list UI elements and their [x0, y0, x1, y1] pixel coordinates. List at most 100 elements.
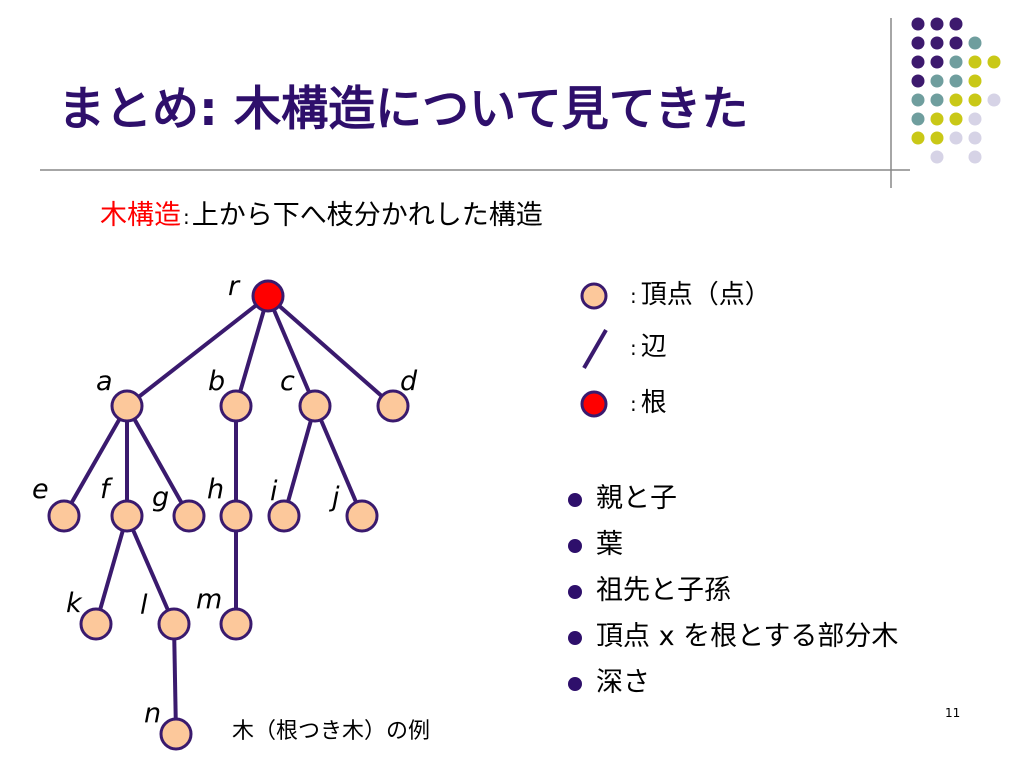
bullet-dot	[568, 585, 582, 599]
tree-node-label-d: d	[400, 366, 418, 397]
tree-edge-a-e	[62, 405, 129, 517]
decorative-dot	[968, 131, 982, 145]
decorative-dot	[949, 74, 963, 88]
decorative-dot	[911, 74, 925, 88]
decorative-dot	[930, 131, 944, 145]
tree-node-l	[157, 607, 191, 641]
tree-node-c	[298, 389, 332, 423]
tree-node-k	[79, 607, 113, 641]
decorative-dot	[968, 150, 982, 164]
tree-edge-r-a	[125, 294, 270, 408]
tree-node-label-b: b	[208, 366, 225, 397]
bullet-dot	[568, 677, 582, 691]
subtitle-description: 上から下へ枝分かれした構造	[191, 200, 543, 231]
bullet-text: 祖先と子孫	[596, 575, 731, 606]
tree-node-m	[219, 607, 253, 641]
bullet-dot	[568, 493, 582, 507]
legend-vertex: :頂点（点）	[630, 282, 771, 308]
decorative-dot	[949, 93, 963, 107]
legend-vertex-colon: :	[630, 284, 637, 308]
decorative-dot	[930, 150, 944, 164]
legend-root-colon: :	[630, 392, 637, 416]
legend-edge-colon: :	[630, 336, 637, 360]
tree-node-label-c: c	[280, 366, 295, 397]
tree-node-label-i: i	[270, 476, 278, 507]
tree-node-n	[159, 717, 193, 751]
decorative-dot	[968, 55, 982, 69]
tree-edge-l-n	[172, 623, 178, 735]
tree-edge-f-l	[125, 515, 176, 625]
bullet-text: 頂点 x を根とする部分木	[596, 621, 899, 652]
tree-node-j	[345, 499, 379, 533]
bullet-item: 頂点 x を根とする部分木	[566, 620, 898, 666]
tree-node-label-f: f	[100, 474, 113, 505]
tree-node-b	[219, 389, 253, 423]
tree-node-label-h: h	[207, 474, 224, 505]
bullet-text: 葉	[596, 529, 623, 560]
legend-root-marker	[580, 390, 608, 418]
decorative-dot	[949, 36, 963, 50]
decorative-dot	[968, 112, 982, 126]
tree-node-label-j: j	[328, 482, 340, 513]
tree-nodes	[47, 279, 410, 751]
tree-edge-c-j	[313, 405, 364, 517]
subtitle-term: 木構造	[100, 200, 181, 231]
tree-node-label-l: l	[140, 590, 148, 621]
diagram-caption: 木（根つき木）の例	[232, 719, 431, 744]
legend-vertex-label: 頂点（点）	[640, 280, 771, 310]
tree-edge-c-i	[282, 405, 317, 517]
decorative-dot	[911, 112, 925, 126]
tree-node-g	[172, 499, 206, 533]
tree-edge-f-k	[94, 515, 129, 625]
bullet-item: 葉	[566, 528, 898, 574]
decorative-dot	[911, 17, 925, 31]
tree-edge-r-b	[234, 295, 270, 407]
tree-edge-r-d	[266, 294, 395, 408]
tree-node-label-n: n	[144, 698, 161, 729]
decorative-dot	[949, 17, 963, 31]
subtitle: 木構造:上から下へ枝分かれした構造	[100, 202, 543, 229]
legend-edge-marker	[582, 328, 608, 370]
tree-edge-r-c	[266, 295, 317, 407]
decorative-dot	[987, 55, 1001, 69]
decorative-dot	[968, 36, 982, 50]
decorative-dot	[911, 131, 925, 145]
tree-node-label-r: r	[228, 271, 241, 302]
bullet-item: 深さ	[566, 666, 898, 712]
decorative-dot	[930, 36, 944, 50]
decorative-dot-grid	[911, 17, 1001, 164]
bullet-dot	[568, 539, 582, 553]
tree-node-label-e: e	[32, 474, 49, 505]
tree-edge-a-g	[125, 405, 191, 517]
tree-node-f	[110, 499, 144, 533]
bullet-list: 親と子 葉 祖先と子孫 頂点 x を根とする部分木 深さ	[566, 482, 898, 712]
bullet-item: 祖先と子孫	[566, 574, 898, 620]
legend-edge-label: 辺	[640, 332, 667, 362]
legend-root-label: 根	[640, 388, 667, 418]
decorative-dot	[949, 112, 963, 126]
tree-edges	[62, 294, 395, 735]
tree-node-e	[47, 499, 81, 533]
bullet-text: 深さ	[596, 667, 650, 698]
decorative-dot	[949, 55, 963, 69]
tree-node-label-k: k	[66, 588, 83, 619]
decorative-dot	[930, 17, 944, 31]
decorative-dot	[968, 74, 982, 88]
tree-node-a	[110, 389, 144, 423]
decorative-dot	[911, 36, 925, 50]
page-title: まとめ: 木構造について見てきた	[58, 82, 749, 137]
decorative-dot	[911, 55, 925, 69]
page-number: 11	[945, 706, 961, 720]
legend-root: :根	[630, 390, 667, 416]
decorative-dot	[930, 93, 944, 107]
tree-node-label-m: m	[196, 584, 222, 615]
subtitle-colon: :	[183, 205, 190, 229]
tree-node-d	[376, 389, 410, 423]
decorative-dot	[949, 131, 963, 145]
tree-root-node-r	[251, 279, 285, 313]
decorative-dot	[968, 93, 982, 107]
tree-node-label-g: g	[152, 482, 169, 513]
decorative-dot	[987, 93, 1001, 107]
